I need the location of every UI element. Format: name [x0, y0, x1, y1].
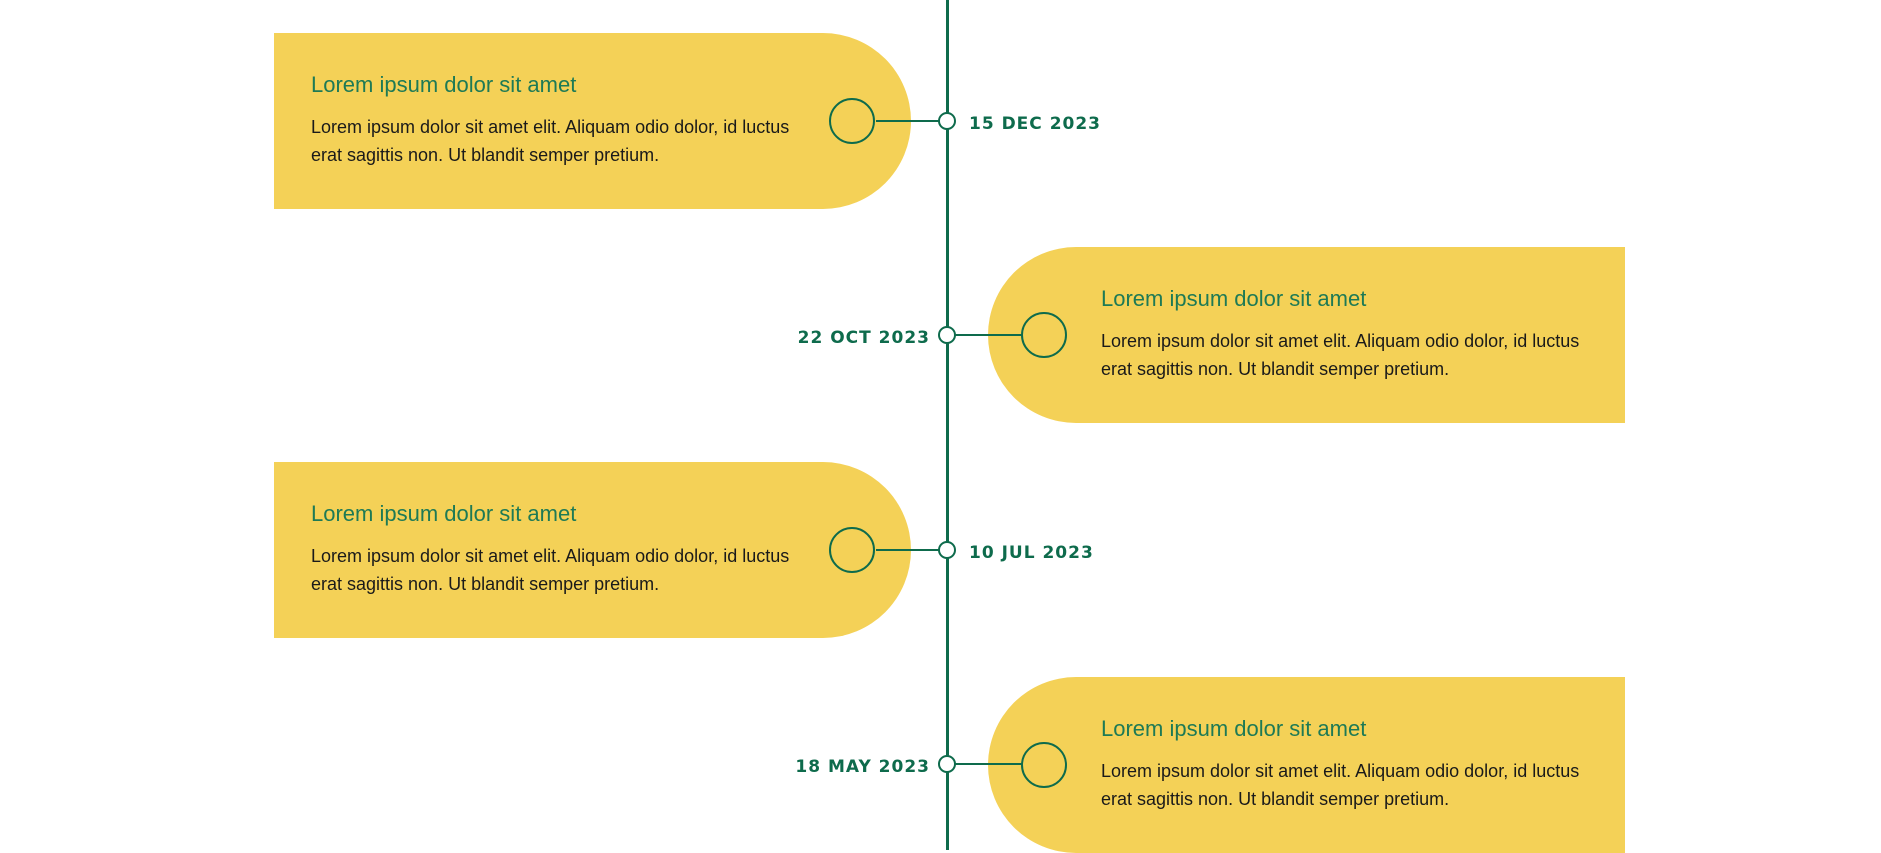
event-date: 10 JUL 2023: [969, 543, 1094, 563]
card-title: Lorem ipsum dolor sit amet: [1101, 716, 1367, 741]
timeline-node: [938, 112, 956, 130]
timeline-card-2: Lorem ipsum dolor sit amet Lorem ipsum d…: [988, 247, 1625, 423]
card-title: Lorem ipsum dolor sit amet: [311, 72, 577, 97]
timeline-card-1: Lorem ipsum dolor sit amet Lorem ipsum d…: [274, 33, 911, 209]
event-date: 18 MAY 2023: [795, 757, 930, 777]
circle-icon: [829, 98, 875, 144]
card-body: Lorem ipsum dolor sit amet elit. Aliquam…: [1101, 331, 1580, 379]
circle-icon: [1021, 312, 1067, 358]
timeline-axis: [946, 0, 949, 850]
circle-icon: [1021, 742, 1067, 788]
connector-line: [876, 120, 940, 122]
timeline-node: [938, 541, 956, 559]
card-body: Lorem ipsum dolor sit amet elit. Aliquam…: [311, 546, 790, 594]
circle-icon: [829, 527, 875, 573]
card-body: Lorem ipsum dolor sit amet elit. Aliquam…: [311, 117, 790, 165]
connector-line: [876, 549, 940, 551]
connector-line: [955, 334, 1023, 336]
event-date: 22 OCT 2023: [797, 328, 930, 348]
timeline-node: [938, 326, 956, 344]
connector-line: [955, 763, 1023, 765]
card-body: Lorem ipsum dolor sit amet elit. Aliquam…: [1101, 761, 1580, 809]
card-title: Lorem ipsum dolor sit amet: [1101, 286, 1367, 311]
event-date: 15 DEC 2023: [969, 114, 1102, 134]
timeline-node: [938, 755, 956, 773]
timeline-card-3: Lorem ipsum dolor sit amet Lorem ipsum d…: [274, 462, 911, 638]
card-title: Lorem ipsum dolor sit amet: [311, 501, 577, 526]
timeline-card-4: Lorem ipsum dolor sit amet Lorem ipsum d…: [988, 677, 1625, 853]
